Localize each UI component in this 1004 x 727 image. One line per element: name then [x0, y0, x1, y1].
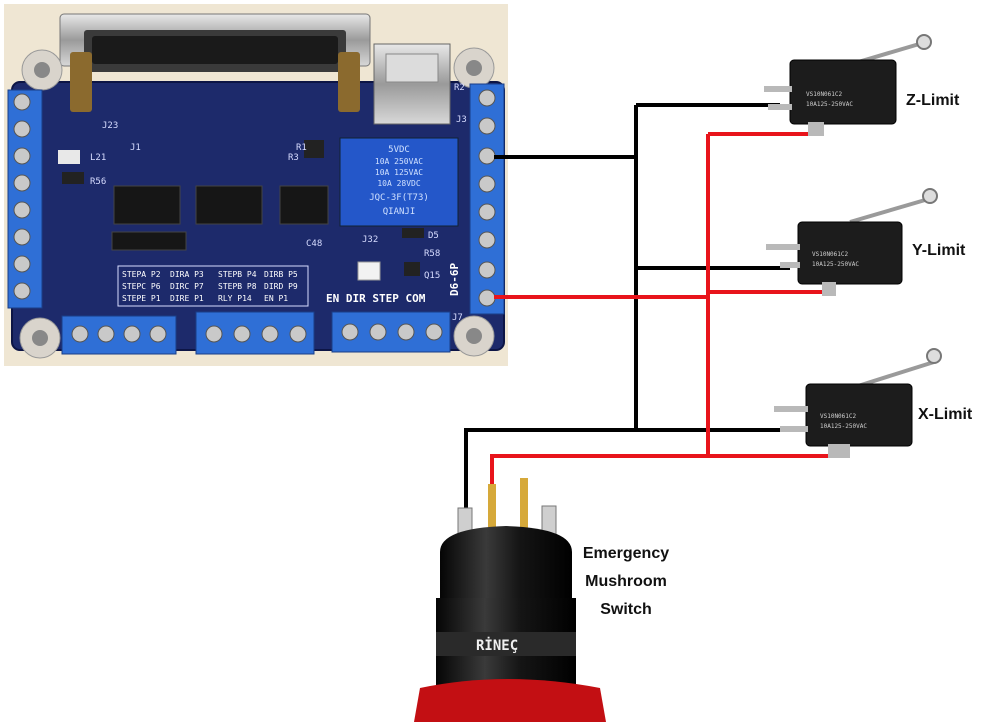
- ic-chips: [111, 185, 329, 251]
- x-switch-model: VS10N061C2: [820, 413, 857, 420]
- z-switch-model: VS10N061C2: [806, 91, 843, 98]
- button-marking: RİNEÇ: [476, 637, 518, 654]
- pin-table-cell: STEPE P1: [122, 294, 161, 303]
- y-limit-label: Y-Limit: [912, 242, 966, 259]
- led: [58, 150, 80, 164]
- x-limit-label: X-Limit: [918, 406, 973, 423]
- right-terminal-block: [469, 83, 505, 315]
- ref-r1: R1: [296, 143, 307, 153]
- emergency-label-line-2: Mushroom: [585, 573, 667, 590]
- led-green: [357, 261, 381, 281]
- transistor: [404, 262, 420, 276]
- wires: [464, 103, 830, 510]
- emergency-label-line-1: Emergency: [582, 545, 670, 562]
- bottom-terminal-blocks: [61, 311, 451, 355]
- pin-table-cell: STEPB P8: [218, 282, 257, 291]
- pin-table-cell: DIRB P5: [264, 270, 298, 279]
- ref-j23: J23: [102, 121, 118, 131]
- pin-table-cell: STEPC P6: [122, 282, 161, 291]
- ref-j1: J1: [130, 143, 141, 153]
- pin-table: STEPA P2 DIRA P3 STEPB P4 DIRB P5 STEPC P6 DI…: [117, 265, 309, 307]
- pin-table-cell: DIRC P7: [170, 282, 204, 291]
- signal-wires: [490, 132, 830, 492]
- resistor: [62, 172, 84, 184]
- x-switch-rating: 10A125-250VAC: [820, 423, 867, 430]
- emergency-label-line-3: Switch: [600, 601, 652, 618]
- x-limit-switch: VS10N061C2 10A125-250VAC: [774, 348, 942, 458]
- y-limit-switch: VS10N061C2 10A125-250VAC: [766, 188, 938, 296]
- y-switch-model: VS10N061C2: [812, 251, 849, 258]
- pin-table-cell: STEPB P4: [218, 270, 257, 279]
- ref-r3: R3: [288, 153, 299, 163]
- relay-rating-1: 10A 250VAC: [375, 157, 423, 166]
- db25-connector: [59, 13, 371, 112]
- pin-table-cell: EN P1: [264, 294, 288, 303]
- pin-table-cell: RLY P14: [218, 294, 252, 303]
- usb-connector: [373, 43, 451, 125]
- y-switch-rating: 10A125-250VAC: [812, 261, 859, 268]
- z-switch-rating: 10A125-250VAC: [806, 101, 853, 108]
- pin-table-cell: STEPA P2: [122, 270, 161, 279]
- ref-j7: J7: [452, 313, 463, 323]
- pin-table-cell: DIRE P1: [170, 294, 204, 303]
- z-limit-label: Z-Limit: [906, 92, 960, 109]
- relay-rating-2: 10A 125VAC: [375, 168, 423, 177]
- ground-wires: [464, 103, 790, 510]
- left-terminal-block: [7, 89, 43, 309]
- ref-r58: R58: [424, 249, 440, 259]
- pin-table-cell: DIRA P3: [170, 270, 204, 279]
- side-pin-label: D6-6P: [448, 263, 461, 296]
- breakout-board: JQC-3F(T73) QIANJI 5VDC 10A 250VAC 10A 1…: [4, 4, 508, 366]
- ref-j32: J32: [362, 235, 378, 245]
- ref-r2: R2: [454, 83, 465, 93]
- ground-wire-estop: [464, 428, 636, 510]
- ref-q15: Q15: [424, 271, 440, 281]
- ref-d5: D5: [428, 231, 439, 241]
- emergency-mushroom-switch: RİNEÇ: [414, 478, 606, 722]
- relay: JQC-3F(T73) QIANJI 5VDC 10A 250VAC 10A 1…: [339, 137, 459, 227]
- relay-model: JQC-3F(T73): [369, 193, 429, 203]
- switch-s1: [304, 140, 324, 158]
- ref-r56: R56: [90, 177, 106, 187]
- signal-wire-estop: [490, 454, 708, 492]
- ref-l21: L21: [90, 153, 106, 163]
- relay-rating-3: 10A 28VDC: [377, 179, 421, 188]
- pin-table-cell: DIRD P9: [264, 282, 298, 291]
- bottom-pin-labels: EN DIR STEP COM: [326, 292, 426, 305]
- diode: [402, 228, 424, 238]
- relay-coil: 5VDC: [388, 145, 410, 155]
- emergency-switch-label: Emergency Mushroom Switch: [566, 540, 686, 624]
- z-limit-switch: VS10N061C2 10A125-250VAC: [764, 34, 932, 136]
- ref-c48: C48: [306, 239, 322, 249]
- ref-j3: J3: [456, 115, 467, 125]
- relay-brand: QIANJI: [383, 207, 416, 217]
